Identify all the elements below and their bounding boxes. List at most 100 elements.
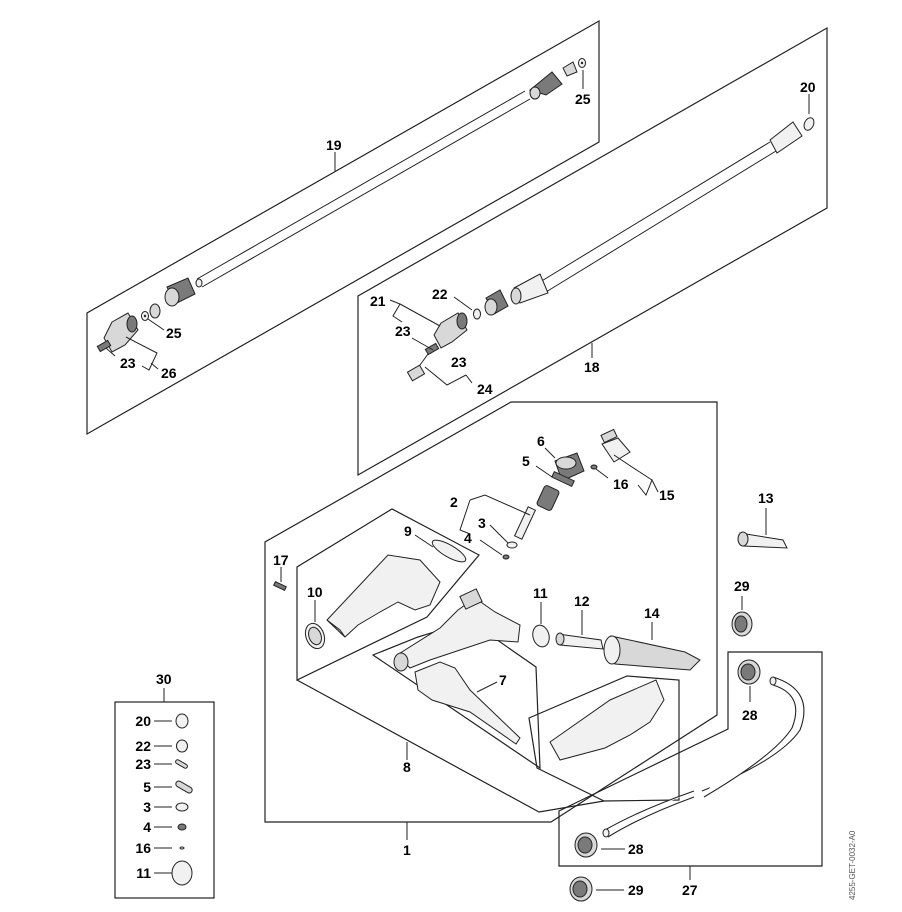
leader-23b <box>411 337 434 351</box>
housing-half-left <box>326 554 441 638</box>
screw-17 <box>273 580 287 592</box>
leader-25b <box>147 318 165 331</box>
bracket-15 <box>613 454 653 481</box>
callout-25b: 25 <box>166 325 182 341</box>
lance-tube-19 <box>195 90 531 288</box>
drawing-code: 4255-GET-0032-A0 <box>848 830 857 900</box>
callout-29b: 29 <box>628 882 644 898</box>
elbow-nozzle-26 <box>96 312 139 353</box>
callout-4: 4 <box>464 530 472 546</box>
group-frame-7 <box>371 620 541 770</box>
group-frame-19 <box>86 19 600 436</box>
adapter-15 <box>600 428 631 463</box>
group-frame-cover <box>528 675 680 802</box>
valve-body <box>393 588 521 672</box>
leader-22 <box>453 296 473 311</box>
group-frame-18 <box>357 26 828 477</box>
oring-16 <box>590 464 598 470</box>
group-frame-30 <box>114 701 215 899</box>
callout-30: 30 <box>156 671 172 687</box>
group-frame-27 <box>558 651 823 867</box>
callout-6: 6 <box>537 433 545 449</box>
kit-part-16 <box>179 846 185 850</box>
group-frame-8b <box>296 679 605 813</box>
leader-4 <box>479 539 503 556</box>
oring-11 <box>532 624 550 648</box>
kit-item-label: 16 <box>135 840 151 856</box>
nozzle-24 <box>406 353 429 382</box>
valve-cap-6 <box>554 452 585 482</box>
callout-12: 12 <box>574 593 590 609</box>
kit-item-label: 3 <box>143 799 151 815</box>
valve-stem-2 <box>513 506 537 540</box>
nut-28-bottom <box>574 832 598 858</box>
callout-3: 3 <box>478 515 486 531</box>
oring-4 <box>502 554 510 560</box>
callout-24: 24 <box>477 381 493 397</box>
oring-20 <box>803 117 815 131</box>
callout-29a: 29 <box>734 578 750 594</box>
group-frame-8a <box>296 508 480 681</box>
bracket-24 <box>424 366 467 386</box>
kit-item-label: 23 <box>135 756 151 772</box>
kit-item-label: 22 <box>135 738 151 754</box>
kit-item-label: 4 <box>143 819 151 835</box>
callout-27: 27 <box>682 882 698 898</box>
bracket-2b <box>459 499 471 535</box>
nut-18 <box>484 289 509 316</box>
filter-13 <box>737 531 788 549</box>
spring <box>536 485 560 511</box>
leader-16 <box>595 468 609 479</box>
callout-10: 10 <box>307 584 323 600</box>
kit-item-label: 20 <box>135 713 151 729</box>
lance-tube-18 <box>510 121 803 305</box>
leader-5 <box>535 465 553 478</box>
leader-7 <box>476 681 498 693</box>
callout-23c: 23 <box>451 354 467 370</box>
filter-12 <box>555 632 604 650</box>
callout-9: 9 <box>404 523 412 539</box>
bracket-26 <box>125 336 158 371</box>
lance-19-group <box>86 19 600 436</box>
elbow-21 <box>424 312 468 356</box>
nut-29-bottom <box>569 876 593 902</box>
callout-25a: 25 <box>575 91 591 107</box>
callout-14: 14 <box>644 605 660 621</box>
kit-item-label: 11 <box>136 865 151 881</box>
leader-24 <box>465 374 473 384</box>
lance-18-group <box>357 26 828 477</box>
kit-part-3 <box>175 802 189 812</box>
hose-27 <box>602 676 805 838</box>
callout-8: 8 <box>403 759 411 775</box>
callout-28a: 28 <box>742 707 758 723</box>
ring-10 <box>304 622 326 650</box>
nozzle-nut-19-top <box>528 71 563 100</box>
bracket-15b <box>637 478 659 496</box>
leader-21 <box>399 303 441 327</box>
kit-item-label: 5 <box>143 779 151 795</box>
washer-22 <box>473 308 481 320</box>
callout-21: 21 <box>370 293 386 309</box>
callout-15: 15 <box>659 487 675 503</box>
leader-26 <box>150 362 159 370</box>
oring-3 <box>506 541 518 549</box>
callout-23b: 23 <box>395 323 411 339</box>
callout-20: 20 <box>800 79 816 95</box>
callout-13: 13 <box>758 490 774 506</box>
callout-28b: 28 <box>628 841 644 857</box>
callout-18: 18 <box>584 359 600 375</box>
hose-group <box>558 508 823 902</box>
callout-5: 5 <box>522 453 530 469</box>
leader-3 <box>489 524 509 544</box>
leader-23a <box>105 347 116 357</box>
trigger-7 <box>414 661 521 745</box>
callout-11: 11 <box>533 585 548 601</box>
kit-part-11 <box>171 860 193 886</box>
bracket-2 <box>469 494 531 516</box>
callout-17: 17 <box>273 552 289 568</box>
callout-19: 19 <box>326 137 342 153</box>
spray-gun-group-1 <box>264 401 718 840</box>
nut-29-top <box>731 611 753 637</box>
grip-cover <box>549 679 665 761</box>
